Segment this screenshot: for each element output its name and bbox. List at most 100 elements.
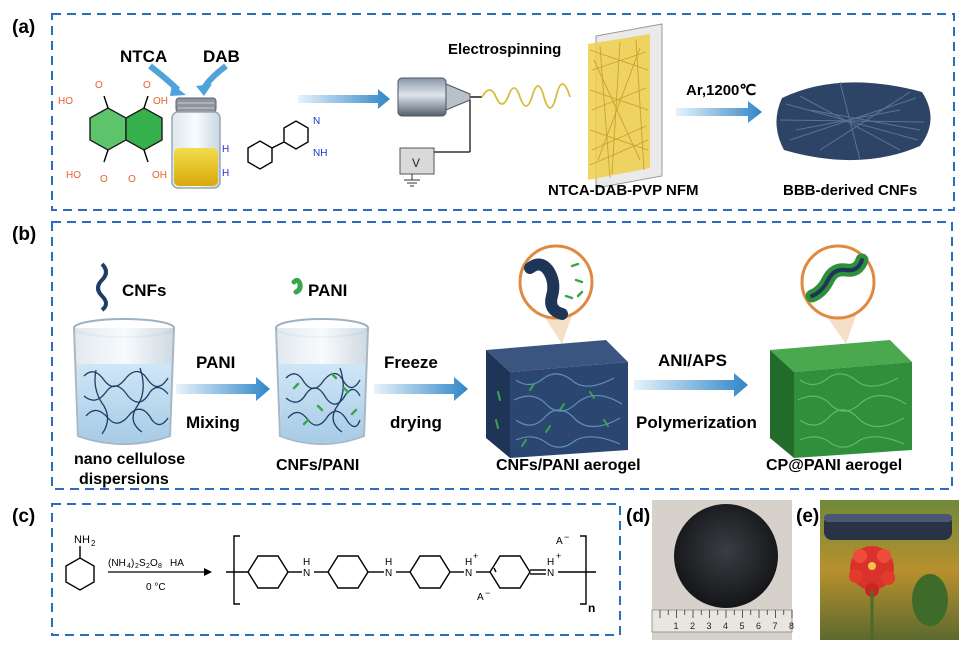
reagent-sub8: 8 [158,563,162,570]
cnf-pani-aerogel-cube [486,244,628,458]
pani-n-1: N [303,568,310,579]
ruler-number: 8 [789,621,794,631]
pani-anion-1: A [477,592,484,603]
pani-minus-2: − [564,532,569,542]
cnf-legend-label: CNFs [122,281,166,300]
aerogel-top-face [824,514,952,522]
pani-anion-2: A [556,536,563,547]
vial-icon [171,97,221,189]
panel-d-label: (d) [626,506,650,527]
beaker-2 [275,318,369,445]
electrospinning-label: Electrospinning [448,41,561,58]
pani-h-2: H [385,557,392,568]
cooh-o-1: O [95,80,103,91]
dab-nh2-3: N [313,116,320,127]
reagent-sub2-a: 2 [135,563,139,570]
panel-c: (c) NH 2 (NH 4 ) 2 S 2 O 8 HA 0 °C [12,503,621,636]
beaker-1-label-line2: dispersions [79,471,169,488]
process-arrow-2 [676,101,762,123]
process-arrow-1 [298,89,390,109]
pani-h-1: H [303,557,310,568]
nfm-membrane [588,23,663,189]
pani-h-4: H [547,557,554,568]
panel-b: (b) CNFs PANI nano cellulose dispersions… [12,221,953,490]
ruler-number: 5 [740,621,745,631]
panel-a-label: (a) [12,17,35,38]
pani-repeat-n: n [588,601,595,615]
panel-b-label: (b) [12,224,36,245]
reagent-part-2: ) [131,558,134,569]
ntca-molecule: HO O OH O HO O OH O [58,80,168,185]
ruler-number: 7 [773,621,778,631]
reagent-part-4: O [150,558,158,569]
electrospinning-apparatus: V [397,77,571,187]
cube-2-label: CP@PANI aerogel [766,457,902,474]
dab-arrow-head [196,84,212,96]
cnf-mat [776,81,931,161]
panel-a: (a) NTCA DAB HO O OH O HO O OH O [12,13,955,211]
cooh-oh-1: OH [153,96,168,107]
pani-minus-1: − [485,588,490,598]
step-arrow-3 [634,373,748,397]
cooh-ho-1: HO [58,96,73,107]
aniline-nh: NH [74,534,90,546]
pani-n-2: N [385,568,392,579]
dab-nh2-2: H [222,168,229,179]
ruler-number: 1 [674,621,679,631]
cnf-legend-icon [96,262,108,312]
panel-e-label: (e) [796,506,819,527]
dab-nh2-1: H [222,144,229,155]
pani-plus-1: + [473,551,478,561]
nfm-label: NTCA-DAB-PVP NFM [548,182,699,199]
ruler-number: 3 [707,621,712,631]
step-1-bottom-label: Mixing [186,413,240,432]
cooh-o-4: O [128,174,136,185]
panel-c-label: (c) [12,506,35,527]
ntca-label: NTCA [120,47,167,66]
aniline-sub2: 2 [91,539,96,548]
reagent-part-3: S [139,558,146,569]
pani-n-3: N [465,568,472,579]
pani-h-3: H [465,557,472,568]
reaction-temperature: 0 °C [146,582,166,593]
pani-legend-icon [291,277,303,295]
panel-e: (e) [796,500,959,640]
flower-icon [849,546,895,640]
cp-pani-aerogel-cube [770,244,912,458]
dab-nh2-4: NH [313,148,327,159]
cube-1-label: CNFs/PANI aerogel [496,457,641,474]
step-3-top-label: ANI/APS [658,351,727,370]
step-1-top-label: PANI [196,353,235,372]
pani-n-4: N [547,568,554,579]
cooh-oh-2: OH [152,170,167,181]
step-3-bottom-label: Polymerization [636,413,757,432]
ruler-number: 2 [690,621,695,631]
dab-label: DAB [203,47,240,66]
beaker-2-label: CNFs/PANI [276,457,359,474]
panel-a-frame [51,13,955,211]
beaker-1-label-line1: nano cellulose [74,451,185,468]
reagent-ha: HA [170,558,184,569]
step-arrow-2 [374,377,468,401]
dab-molecule: H H N NH [222,116,327,179]
ruler-number: 6 [756,621,761,631]
cnf-label: BBB-derived CNFs [783,182,917,199]
ruler [651,609,793,633]
leaf-icon [912,574,948,626]
step-2-bottom-label: drying [390,413,442,432]
carbonization-condition: Ar,1200℃ [686,82,756,99]
cooh-o-2: O [143,80,151,91]
reaction-arrow-head [204,568,212,576]
aerogel-disk-photo [674,504,778,608]
panel-b-frame [51,221,953,490]
aniline-molecule: NH 2 [65,534,96,591]
panel-c-frame [51,503,621,636]
cooh-ho-2: HO [66,170,81,181]
reagent-sub4-a: 4 [127,563,131,570]
reagent-sub2-b: 2 [146,563,150,570]
pani-repeat-unit [226,535,596,605]
voltage-symbol: V [412,156,420,170]
